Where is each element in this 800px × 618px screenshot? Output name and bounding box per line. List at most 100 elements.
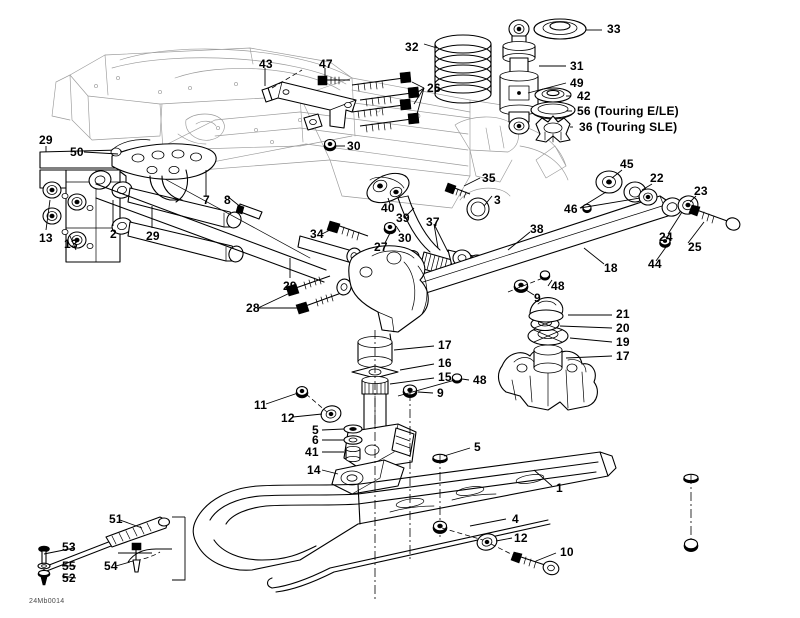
callout-29-a: 29 bbox=[39, 133, 53, 147]
callout-54: 54 bbox=[104, 559, 118, 573]
shock-absorber-31 bbox=[499, 19, 539, 135]
hardware-52 bbox=[37, 569, 51, 586]
left-arm-assembly bbox=[39, 139, 327, 283]
callout-20: 20 bbox=[616, 321, 630, 335]
callout-14: 14 bbox=[307, 463, 321, 477]
nut-48-upper bbox=[539, 270, 551, 281]
nut-30-lower bbox=[383, 221, 397, 235]
callout-42: 42 bbox=[577, 89, 591, 103]
callout-29-c: 29 bbox=[283, 279, 297, 293]
callout-56: 56 (Touring E/LE) bbox=[577, 104, 679, 118]
callout-39: 39 bbox=[396, 211, 410, 225]
callout-25: 25 bbox=[688, 240, 702, 254]
callout-53: 53 bbox=[62, 540, 76, 554]
bushing-3 bbox=[466, 197, 490, 221]
callout-27: 27 bbox=[374, 240, 388, 254]
callout-12-right: 12 bbox=[514, 531, 528, 545]
callout-3: 3 bbox=[494, 193, 501, 207]
callout-55: 55 bbox=[62, 559, 76, 573]
callout-17-right: 17 bbox=[616, 349, 630, 363]
washer-45 bbox=[595, 170, 623, 194]
callout-6: 6 bbox=[312, 433, 319, 447]
callout-12-left: 12 bbox=[281, 411, 295, 425]
callout-34: 34 bbox=[310, 227, 324, 241]
callout-8: 8 bbox=[224, 193, 231, 207]
bolt-35 bbox=[444, 182, 471, 199]
callout-40: 40 bbox=[381, 201, 395, 215]
callout-19: 19 bbox=[616, 335, 630, 349]
bracket-43 bbox=[261, 81, 357, 131]
callout-13-b: 13 bbox=[64, 237, 78, 251]
callout-30-lower: 30 bbox=[398, 231, 412, 245]
spring-seat-56 bbox=[530, 101, 576, 120]
callout-4: 4 bbox=[512, 512, 519, 526]
bolt-28-b bbox=[295, 291, 345, 315]
washer-5-a bbox=[343, 424, 363, 434]
callout-43: 43 bbox=[259, 57, 273, 71]
right-spindle-assembly bbox=[497, 297, 598, 411]
callout-22: 22 bbox=[650, 171, 664, 185]
bushing-12-right bbox=[476, 533, 498, 551]
bolt-25 bbox=[688, 204, 741, 231]
callout-50: 50 bbox=[70, 145, 84, 159]
callout-21: 21 bbox=[616, 307, 630, 321]
callout-49: 49 bbox=[570, 76, 584, 90]
bushing-group bbox=[42, 181, 94, 249]
callout-33: 33 bbox=[607, 22, 621, 36]
callout-2: 2 bbox=[110, 227, 117, 241]
spring-seat-36 bbox=[535, 115, 571, 143]
callout-30-upper: 30 bbox=[347, 139, 361, 153]
coil-spring-32 bbox=[434, 34, 492, 104]
callout-17-center: 17 bbox=[438, 338, 452, 352]
callout-11: 11 bbox=[254, 398, 268, 412]
callout-51: 51 bbox=[109, 512, 123, 526]
sheet-id: 24Mb0014 bbox=[29, 598, 65, 605]
nut-48-lower bbox=[451, 373, 463, 384]
callout-16: 16 bbox=[438, 356, 452, 370]
callout-29-b: 29 bbox=[146, 229, 160, 243]
callout-48-upper: 48 bbox=[551, 279, 565, 293]
sway-bar-18 bbox=[397, 170, 741, 301]
pin-8 bbox=[235, 203, 263, 220]
washer-19 bbox=[527, 326, 569, 346]
callout-9-lower: 9 bbox=[437, 386, 444, 400]
nut-44 bbox=[659, 236, 671, 248]
bushing-17-right bbox=[533, 344, 563, 374]
callout-24: 24 bbox=[659, 230, 673, 244]
callout-36: 36 (Touring SLE) bbox=[579, 120, 678, 134]
bolt-47 bbox=[317, 75, 350, 86]
callout-44: 44 bbox=[648, 257, 662, 271]
nut-lower-ski-right bbox=[683, 538, 699, 552]
radius-rod-assembly bbox=[285, 220, 369, 315]
callout-32: 32 bbox=[405, 40, 419, 54]
nut-lower-ski bbox=[432, 520, 448, 534]
callout-37: 37 bbox=[426, 215, 440, 229]
callout-41: 41 bbox=[305, 445, 319, 459]
spacer-41 bbox=[345, 445, 361, 462]
callout-5-b: 5 bbox=[474, 440, 481, 454]
callout-15: 15 bbox=[438, 370, 452, 384]
washer-33 bbox=[533, 18, 587, 40]
washer-42 bbox=[534, 87, 572, 103]
callout-26: 26 bbox=[427, 81, 441, 95]
callout-1: 1 bbox=[556, 481, 563, 495]
stud-11 bbox=[295, 386, 309, 399]
callout-48-lower: 48 bbox=[473, 373, 487, 387]
callout-46: 46 bbox=[564, 202, 578, 216]
callout-28: 28 bbox=[246, 301, 260, 315]
base-plate-14 bbox=[331, 459, 405, 495]
callout-31: 31 bbox=[570, 59, 584, 73]
steering-post-stack bbox=[295, 330, 463, 600]
cap-21 bbox=[528, 297, 564, 323]
bushing-22 bbox=[623, 181, 658, 206]
callout-23: 23 bbox=[694, 184, 708, 198]
callout-47: 47 bbox=[319, 57, 333, 71]
callout-9-upper: 9 bbox=[534, 291, 541, 305]
bolt-34 bbox=[326, 220, 369, 241]
callout-5-a: 5 bbox=[312, 423, 319, 437]
pin-54 bbox=[131, 542, 142, 573]
leader-lines bbox=[43, 29, 705, 579]
bolt-10 bbox=[510, 551, 560, 576]
